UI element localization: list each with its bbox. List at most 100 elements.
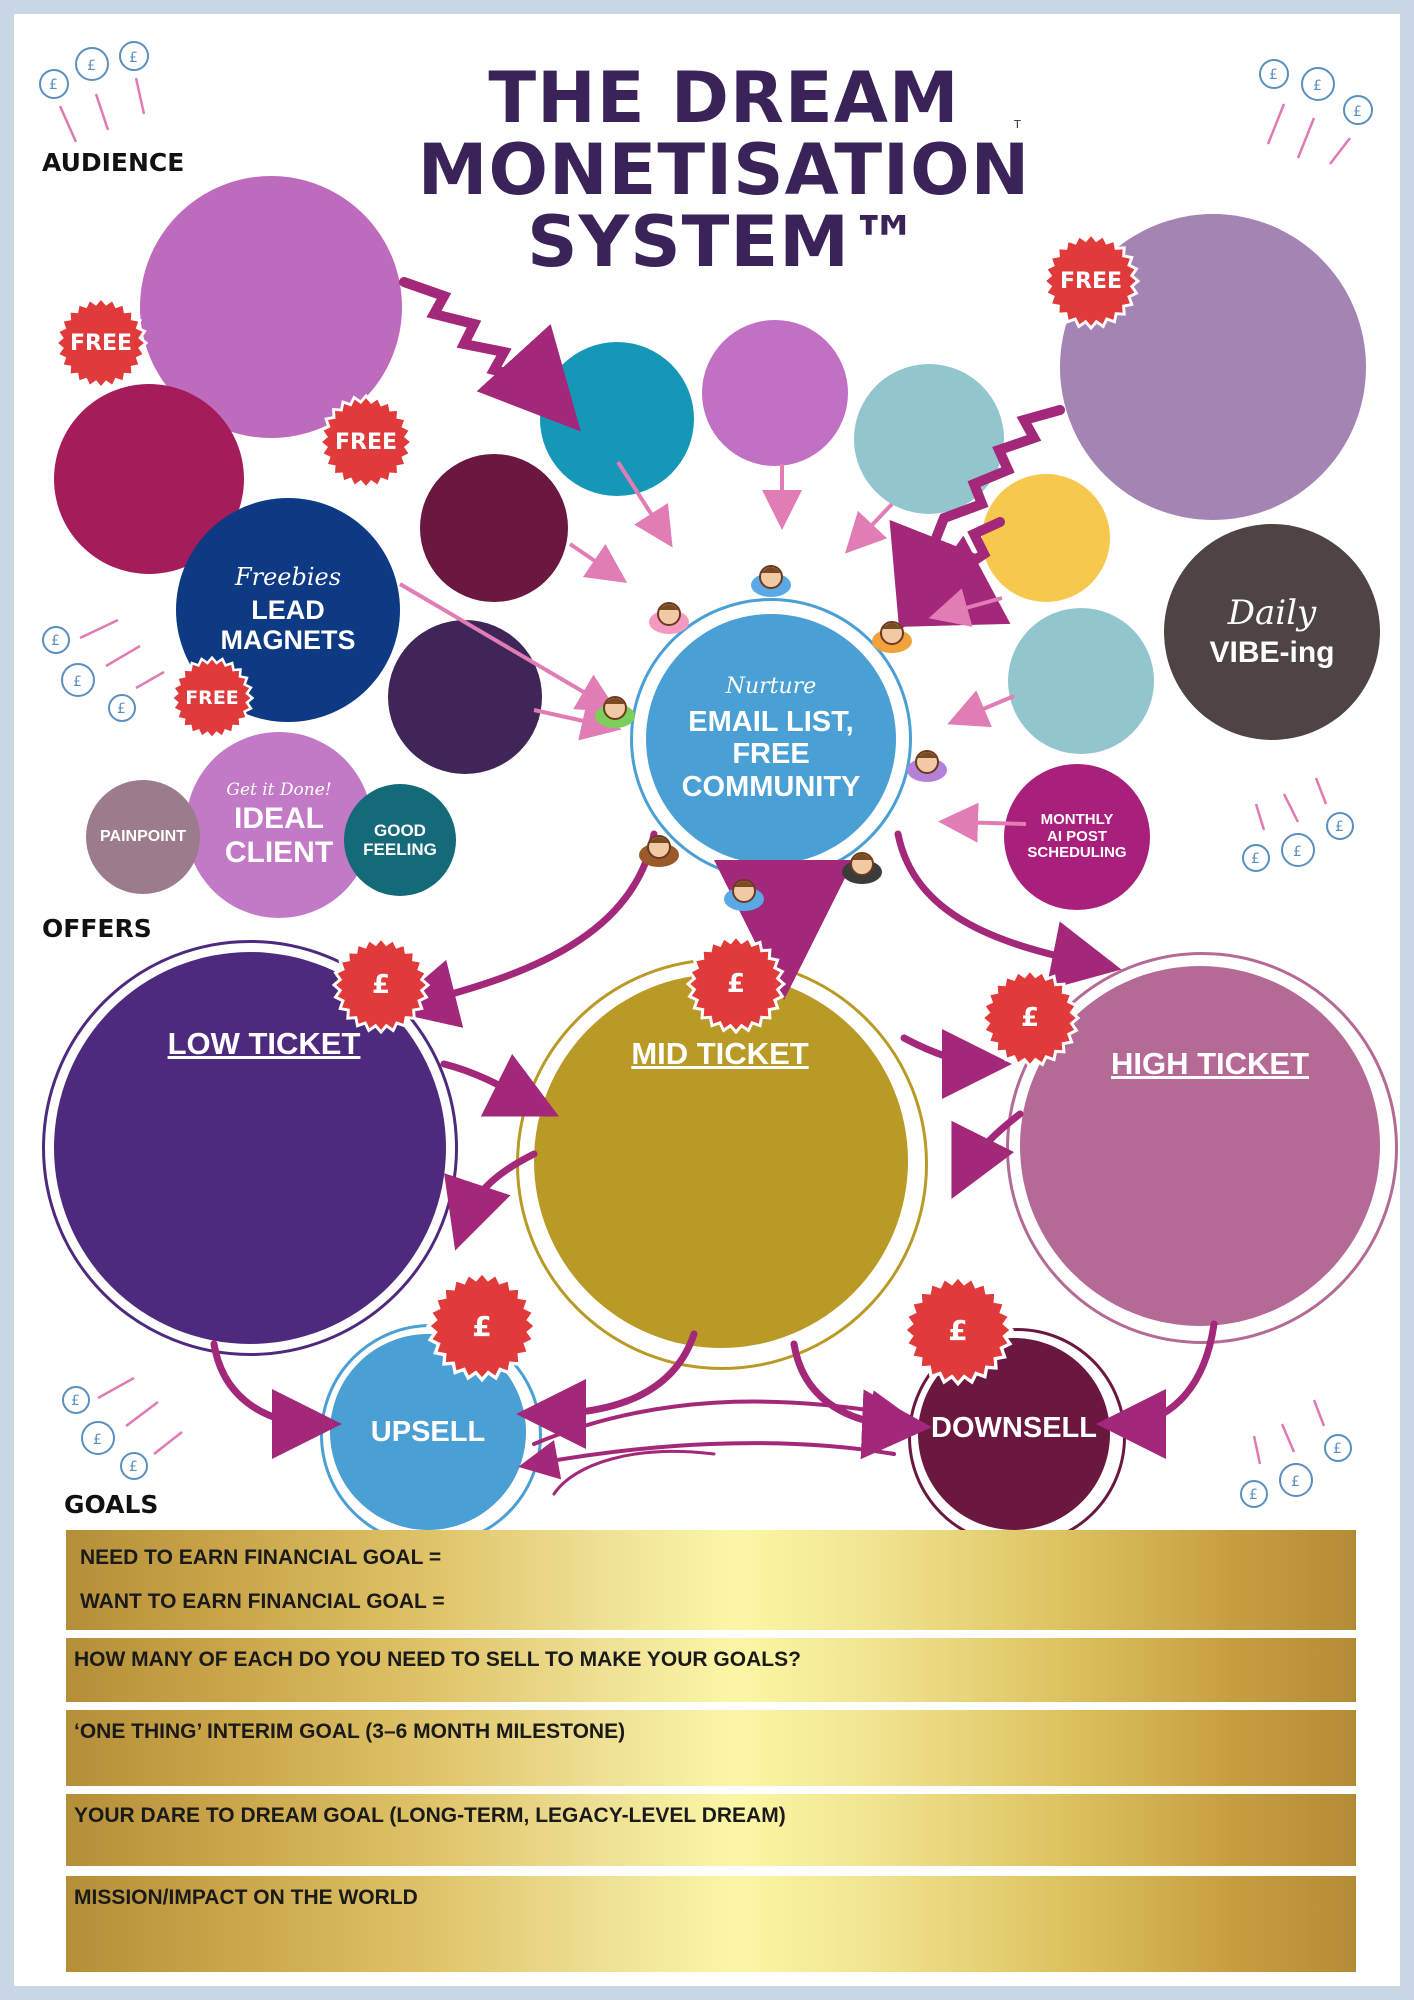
svg-text:£: £: [129, 1459, 138, 1475]
goal-dare-to-dream: YOUR DARE TO DREAM GOAL (LONG-TERM, LEGA…: [74, 1804, 786, 1827]
person-figure-icon: [589, 686, 641, 742]
pound-badge-upsell-label: £: [472, 1309, 492, 1343]
page: Freebies LEAD MAGNETS Get it Done! IDEAL…: [14, 14, 1400, 1986]
title-line1: THE DREAM: [488, 57, 960, 139]
starburst-badge-icon: [902, 1274, 1014, 1386]
goal-bar-mission[interactable]: MISSION/IMPACT ON THE WORLD: [66, 1876, 1356, 1972]
starburst-badge-icon: [170, 656, 254, 740]
audience-circle-light-blue-2: [1008, 608, 1154, 754]
mid-ticket-circle: [534, 974, 908, 1348]
svg-text:£: £: [1291, 1474, 1300, 1490]
svg-text:£: £: [1251, 851, 1260, 867]
goal-need-to-earn: NEED TO EARN FINANCIAL GOAL =: [80, 1546, 442, 1569]
free-badge-2: FREE: [318, 394, 414, 490]
free-badge-4-label: FREE: [1059, 268, 1123, 294]
monthly-ai-line3: SCHEDULING: [1027, 844, 1127, 862]
pound-coins-icon: £ £ £: [1240, 1399, 1352, 1508]
daily-vibe-script: Daily: [1227, 593, 1317, 634]
pound-badge-low-label: £: [371, 970, 391, 1000]
pound-coins-icon: £££: [1242, 777, 1354, 872]
daily-vibe-text: VIBE-ing: [1209, 636, 1335, 670]
painpoint-circle: [86, 780, 200, 894]
svg-text:£: £: [1353, 104, 1362, 120]
flow-arrows: [210, 830, 1218, 1496]
pound-badge-low: £: [332, 936, 430, 1034]
daily-vibe-label: Daily VIBE-ing: [1164, 524, 1380, 740]
zigzag-arrows: [399, 277, 1065, 632]
audience-circle-orchid: [702, 320, 848, 466]
email-list-line3: COMMUNITY: [681, 770, 861, 803]
goals-heading: GOALS: [64, 1490, 159, 1519]
pound-badge-downsell-label: £: [948, 1313, 968, 1347]
pound-badge-mid-label: £: [726, 969, 746, 999]
daily-vibe-circle: [1164, 524, 1380, 740]
goal-bar-financial[interactable]: NEED TO EARN FINANCIAL GOAL = WANT TO EA…: [66, 1530, 1356, 1630]
lead-magnets-line1: LEAD: [251, 595, 325, 626]
monthly-ai-circle: [1004, 764, 1150, 910]
title-line3: SYSTEM™: [527, 201, 921, 283]
ideal-client-line2: CLIENT: [224, 835, 334, 869]
audience-circle-dark-purple: [388, 620, 542, 774]
low-ticket-label: LOW TICKET: [167, 1026, 361, 1061]
upsell-label: UPSELL: [370, 1415, 486, 1448]
free-badge-1: FREE: [54, 296, 148, 390]
svg-text:£: £: [1269, 67, 1278, 83]
goal-bar-dare-to-dream[interactable]: YOUR DARE TO DREAM GOAL (LONG-TERM, LEGA…: [66, 1794, 1356, 1866]
lead-magnets-script: Freebies: [234, 563, 342, 592]
svg-text:£: £: [93, 1432, 102, 1448]
pound-badge-downsell: £: [902, 1274, 1014, 1386]
painpoint-label: PAINPOINT: [100, 828, 186, 846]
svg-text:£: £: [73, 674, 82, 690]
low-ticket-ring: [42, 940, 458, 1356]
ideal-client-label: Get it Done! IDEAL CLIENT: [186, 732, 372, 918]
lead-magnets-line2: MAGNETS: [220, 625, 356, 656]
lead-magnets-label: Freebies LEAD MAGNETS: [176, 498, 400, 722]
audience-circle-dark-berry: [420, 454, 568, 602]
free-badge-3-label: FREE: [185, 687, 239, 709]
goal-mission: MISSION/IMPACT ON THE WORLD: [74, 1886, 418, 1909]
email-list-line2: FREE: [732, 738, 810, 771]
svg-text:£: £: [87, 58, 96, 74]
person-figure-icon: [866, 611, 918, 667]
pound-badge-mid: £: [686, 934, 786, 1034]
goal-bar-how-many[interactable]: HOW MANY OF EACH DO YOU NEED TO SELL TO …: [66, 1638, 1356, 1702]
audience-heading: AUDIENCE: [42, 148, 185, 177]
free-badge-4: FREE: [1042, 232, 1140, 330]
goal-want-to-earn: WANT TO EARN FINANCIAL GOAL =: [80, 1590, 445, 1613]
good-feeling-line2: FEELING: [363, 840, 437, 859]
svg-text:£: £: [1313, 78, 1322, 94]
person-figure-icon: [718, 869, 770, 925]
pound-coins-icon: £££: [39, 41, 149, 143]
ideal-client-line1: IDEAL: [234, 801, 324, 835]
high-ticket-circle: [1020, 966, 1380, 1326]
good-feeling-circle: [344, 784, 456, 896]
downsell-label: DOWNSELL: [931, 1411, 1097, 1444]
free-badge-1-label: FREE: [69, 330, 133, 356]
svg-text:£: £: [129, 50, 138, 66]
pound-coins-icon: £ £ £: [1259, 59, 1373, 165]
email-list-circle: [646, 614, 896, 864]
pound-badge-high-label: £: [1020, 1003, 1040, 1033]
goal-bar-one-thing[interactable]: ‘ONE THING’ INTERIM GOAL (3–6 MONTH MILE…: [66, 1710, 1356, 1786]
free-badge-3: FREE: [170, 656, 254, 740]
monthly-ai-line2: AI POST: [1046, 827, 1107, 845]
person-figure-icon: [643, 592, 695, 648]
pound-coins-icon: £££: [62, 1376, 183, 1480]
svg-text:£: £: [51, 633, 60, 649]
svg-text:£: £: [1249, 1487, 1258, 1503]
email-list-script: Nurture: [725, 673, 817, 699]
starburst-badge-icon: [1042, 232, 1140, 330]
title-line2: MONETISATION: [417, 129, 1031, 211]
pound-coins-icon: £ £ £: [42, 618, 165, 722]
person-figure-icon: [745, 555, 797, 611]
good-feeling-line1: GOOD: [374, 820, 426, 840]
svg-text:£: £: [1333, 1441, 1342, 1457]
svg-text:£: £: [117, 701, 126, 717]
free-badge-2-label: FREE: [334, 429, 398, 455]
high-ticket-label: HIGH TICKET: [1110, 1046, 1310, 1081]
monthly-ai-label: MONTHLY AI POST SCHEDULING: [1004, 764, 1150, 910]
title-small-mark: T: [1014, 118, 1021, 131]
light-arrows: [398, 460, 1027, 843]
goal-one-thing: ‘ONE THING’ INTERIM GOAL (3–6 MONTH MILE…: [74, 1720, 626, 1743]
goal-how-many: HOW MANY OF EACH DO YOU NEED TO SELL TO …: [74, 1648, 801, 1671]
